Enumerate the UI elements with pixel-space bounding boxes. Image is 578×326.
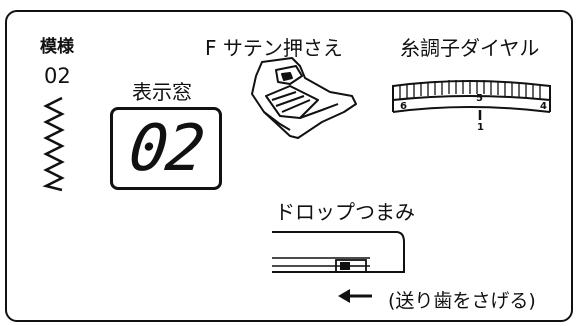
zigzag-stitch-icon [42, 96, 65, 192]
presser-foot-icon [251, 57, 357, 139]
diagram-frame [5, 10, 573, 322]
feed-dogs-note: (送り歯をさげる) [388, 290, 536, 312]
dial-mark-5: 5 [476, 93, 483, 104]
pattern-number: 02 [44, 64, 71, 88]
drop-knob-label: ドロップつまみ [275, 200, 415, 224]
drop-knob-icon [272, 231, 405, 273]
left-arrow-icon [338, 289, 372, 303]
presser-foot-label: F サテン押さえ [205, 36, 343, 60]
display-window: 02 [110, 107, 222, 190]
pattern-label: 模様 [40, 37, 74, 57]
tension-dial-icon [392, 80, 551, 120]
dial-mark-6: 6 [400, 101, 407, 112]
dial-pointer-mark: 1 [477, 122, 484, 133]
display-window-label: 表示窓 [132, 80, 192, 104]
tension-dial-label: 糸調子ダイヤル [400, 36, 540, 60]
dial-mark-4: 4 [540, 101, 547, 112]
